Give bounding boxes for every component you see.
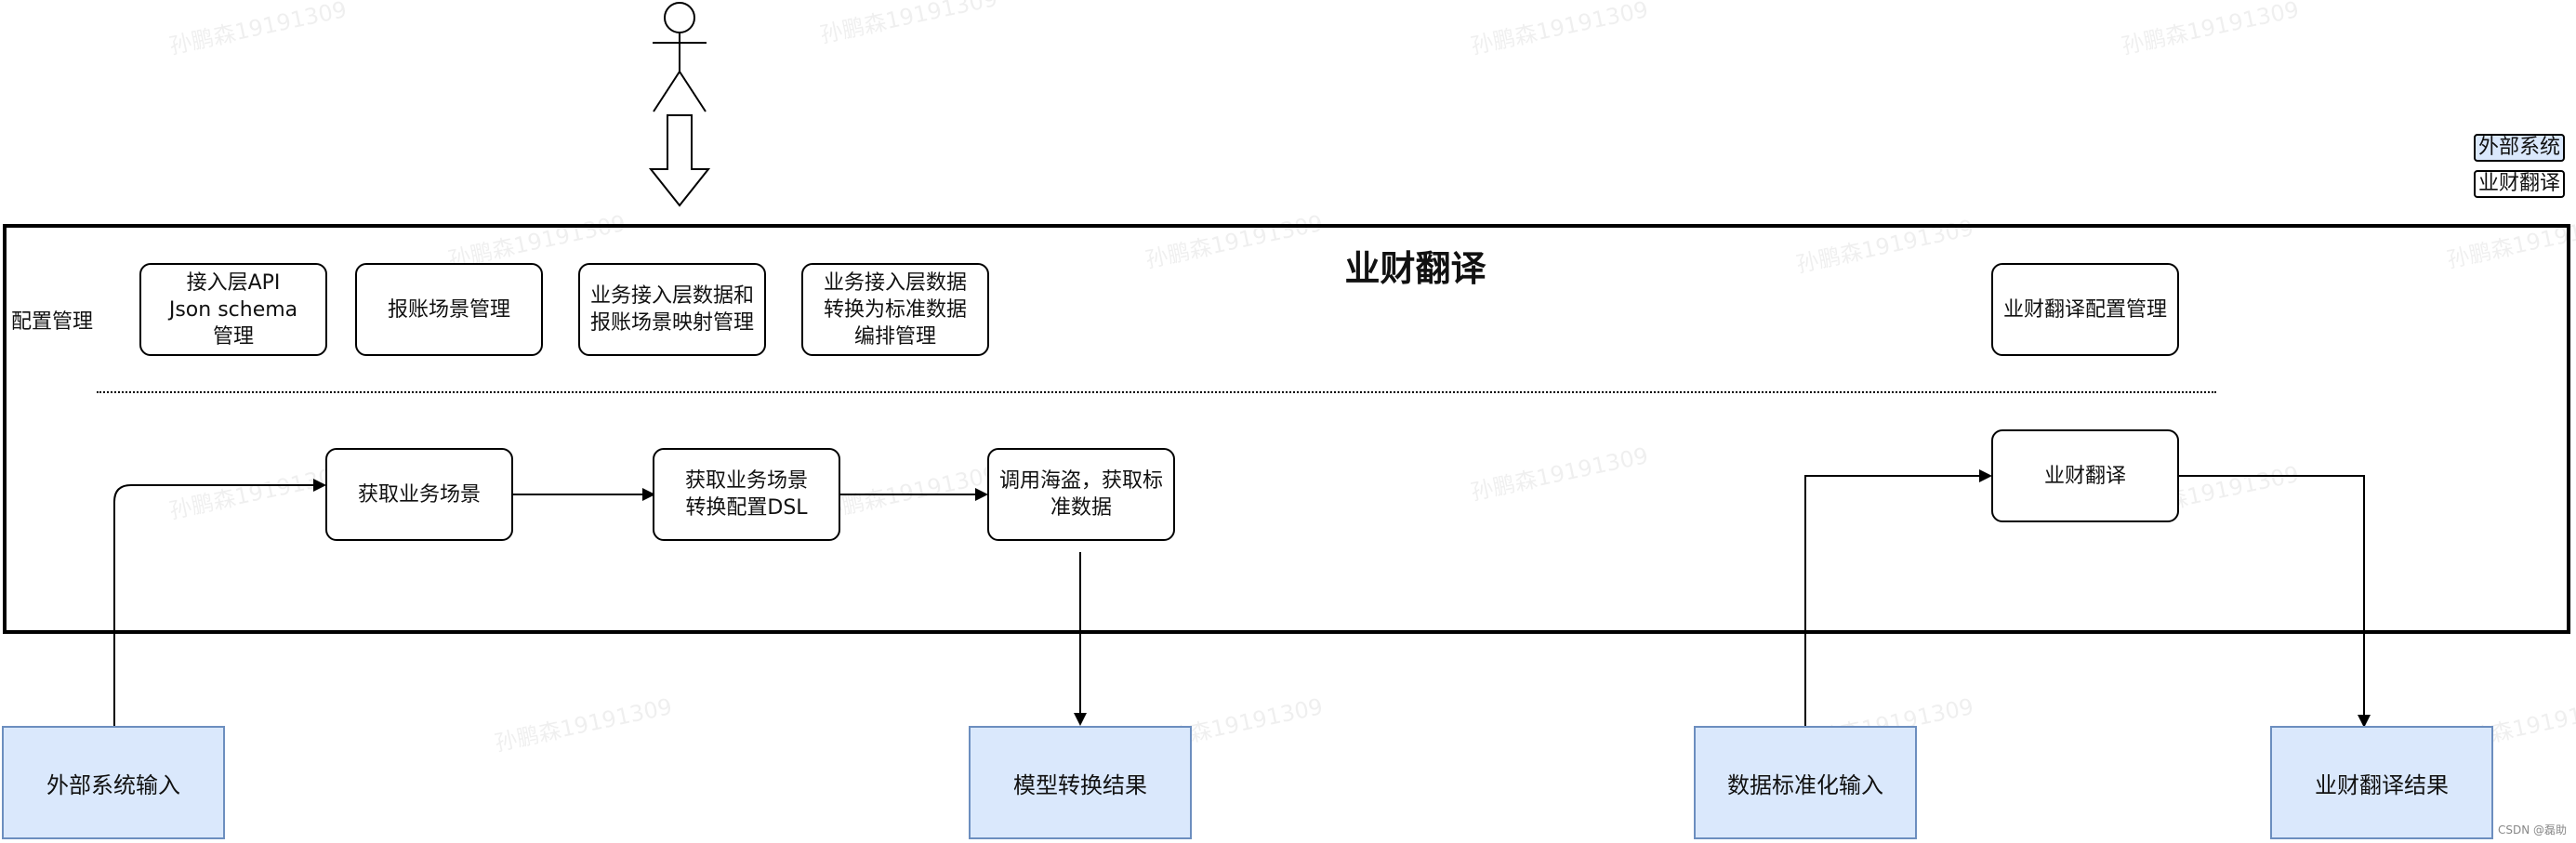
node-call-haidao[interactable]: 调用海盗，获取标 准数据 [987,448,1175,541]
edge-std-input-to-finance [1804,469,1992,726]
node-finance-config-management[interactable]: 业财翻译配置管理 [1991,263,2179,356]
down-arrow-icon [648,114,711,207]
container-title: 业财翻译 [1344,248,1486,289]
node-get-dsl[interactable]: 获取业务场景 转换配置DSL [653,448,840,541]
node-api-schema-management[interactable]: 接入层API Json schema 管理 [139,263,327,356]
actor-icon [653,2,707,112]
credit-text: CSDN @磊助 [2497,823,2567,836]
legend-finance-translation: 业财翻译 [2474,170,2566,198]
node-finance-translate[interactable]: 业财翻译 [1991,429,2179,522]
legend-external-system: 外部系统 [2474,134,2566,162]
node-scene-management[interactable]: 报账场景管理 [355,263,543,356]
node-mapping-management[interactable]: 业务接入层数据和 报账场景映射管理 [578,263,766,356]
io-external-system-input[interactable]: 外部系统输入 [2,726,225,839]
node-orchestration-management[interactable]: 业务接入层数据 转换为标准数据 编排管理 [801,263,989,356]
section-divider [97,391,2216,393]
finance-translation-container [3,224,2570,634]
edge-finance-to-result [2179,475,2371,728]
io-data-standardization-input[interactable]: 数据标准化输入 [1694,726,1917,839]
io-model-conversion-result[interactable]: 模型转换结果 [969,726,1192,839]
node-get-scene[interactable]: 获取业务场景 [325,448,513,541]
edge-external-input-to-get-scene [113,479,326,726]
io-finance-translation-result[interactable]: 业财翻译结果 [2270,726,2493,839]
config-management-label: 配置管理 [11,310,94,334]
